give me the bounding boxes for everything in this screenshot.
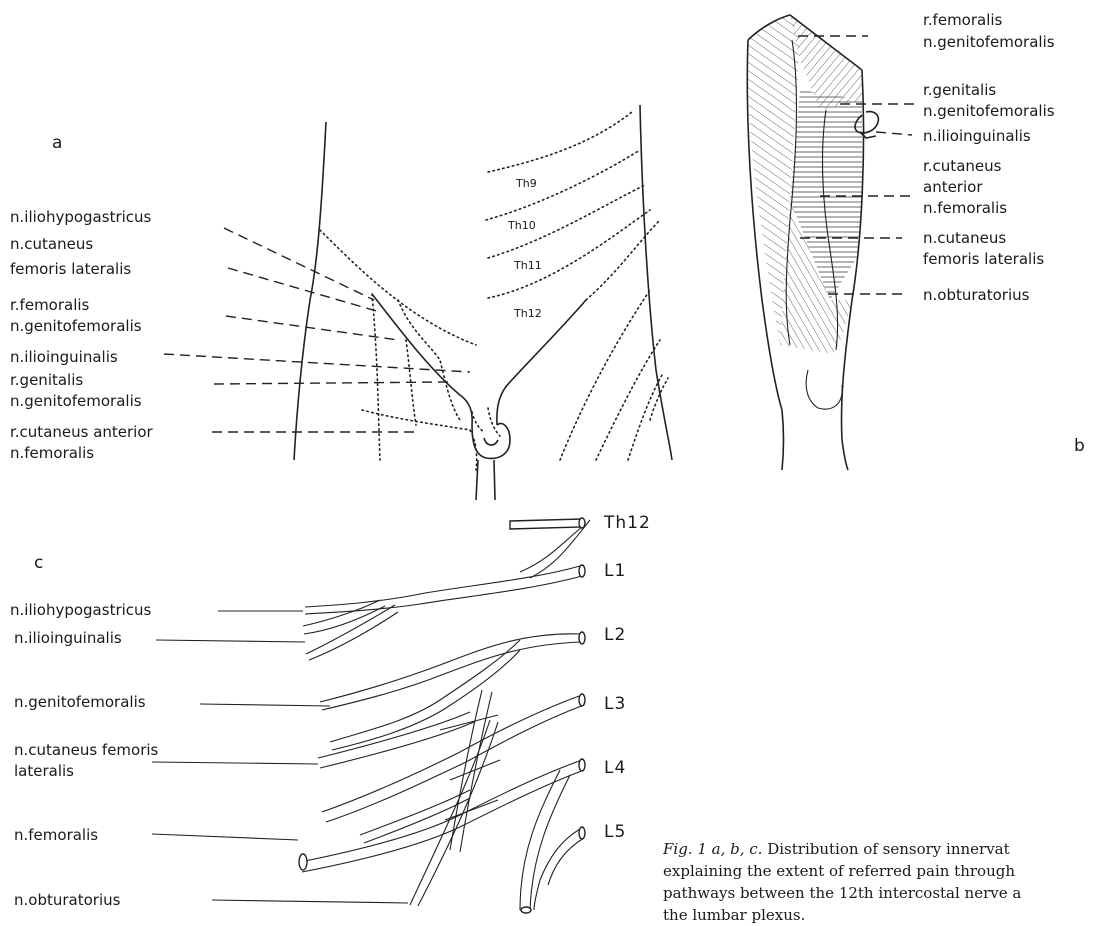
root-label: Th12 <box>603 513 651 533</box>
nerve-label: lateralis <box>14 762 74 780</box>
panel-c-letter: c <box>34 553 43 573</box>
root-cap-l5 <box>579 827 585 839</box>
torso-left-outline <box>294 122 326 460</box>
nerve-label: n.genitofemoralis <box>10 392 142 410</box>
leader-line <box>164 354 470 372</box>
nerve-label: n.genitofemoralis <box>923 33 1055 51</box>
lateral-dermatome-line-4 <box>628 375 662 460</box>
nerve-trunk-l5 <box>534 828 584 910</box>
panel-c: c Th12 L1 <box>10 513 651 913</box>
root-cap-l4 <box>579 759 585 771</box>
nerve-label: n.ilioinguinalis <box>10 348 118 366</box>
leader-line <box>152 762 318 764</box>
nerve-crossing-anastomoses <box>440 690 500 852</box>
panel-b-letter: b <box>1074 436 1085 456</box>
obturator-end-cap <box>521 907 531 913</box>
leader-line <box>212 900 408 903</box>
nerve-trunk-l2 <box>320 634 582 710</box>
nerve-trunk-l1 <box>305 566 582 614</box>
root-label: L2 <box>604 625 626 645</box>
root-cap-th12 <box>579 518 585 528</box>
scrotal-zone-line <box>472 408 500 436</box>
root-label: L3 <box>604 694 626 714</box>
nerve-label: n.obturatorius <box>923 286 1030 304</box>
segment-label: Th12 <box>513 307 542 320</box>
segment-label: Th11 <box>513 259 542 272</box>
leader-line <box>200 704 330 706</box>
nerve-label: n.femoralis <box>923 199 1007 217</box>
th10-dermatome-line <box>486 150 640 220</box>
panel-a: a Th9 Th10 Th11 Th12 n.iliohypo <box>10 105 672 500</box>
root-label: L4 <box>604 758 626 778</box>
nerve-label: n.genitofemoralis <box>14 693 146 711</box>
nerve-label: anterior <box>923 178 983 196</box>
root-cap-l3 <box>579 694 585 706</box>
femoral-zone-line <box>372 294 380 460</box>
root-label: L1 <box>604 561 626 581</box>
nerve-label: n.cutaneus <box>923 229 1006 247</box>
figure-caption: Fig. 1 a, b, c. Distribution of sensory … <box>663 838 1105 926</box>
th9-dermatome-line <box>488 112 632 172</box>
leader-line <box>226 316 398 340</box>
genital-zone-line <box>398 300 460 420</box>
nerve-branch-iliohypogastric <box>303 600 385 634</box>
caption-line-3: pathways between the 12th intercostal ne… <box>663 882 1105 904</box>
nerve-label: n.ilioinguinalis <box>923 127 1031 145</box>
leader-line <box>876 132 912 135</box>
nerve-label: n.iliohypogastricus <box>10 601 152 619</box>
penis-line-right <box>494 460 495 500</box>
knee-outline <box>806 370 842 409</box>
nerve-label: n.genitofemoralis <box>923 102 1055 120</box>
caption-line-4: the lumbar plexus. <box>663 904 1105 926</box>
nerve-label: r.cutaneus anterior <box>10 423 154 441</box>
caption-fig-label: Fig. 1 a, b, c. <box>663 840 762 858</box>
nerve-label: r.cutaneus <box>923 157 1002 175</box>
caption-line-1: Fig. 1 a, b, c. Distribution of sensory … <box>663 838 1105 860</box>
torso-right-outline <box>640 105 672 460</box>
dermatome-hatching <box>740 15 862 355</box>
nerve-label: n.cutaneus <box>10 235 93 253</box>
nerve-trunk-th12 <box>510 519 582 529</box>
root-cap-l2 <box>579 632 585 644</box>
nerve-label: r.femoralis <box>10 296 90 314</box>
segment-label: Th9 <box>515 177 537 190</box>
nerve-label: n.ilioinguinalis <box>14 629 122 647</box>
genital-outline <box>472 423 510 458</box>
leader-line <box>224 228 374 300</box>
lateral-dermatome-line-3 <box>596 340 660 460</box>
nerve-label: n.obturatorius <box>14 891 121 909</box>
nerve-label: n.genitofemoralis <box>10 317 142 335</box>
caption-text: Distribution of sensory innervat <box>767 840 1009 858</box>
root-cap-l1 <box>579 565 585 577</box>
leader-line <box>156 640 305 642</box>
plexus-nerves <box>299 518 590 913</box>
nerve-label: r.genitalis <box>923 81 996 99</box>
leader-line <box>228 268 380 312</box>
nerve-label: n.femoralis <box>14 826 98 844</box>
leader-line <box>214 382 448 384</box>
segment-label: Th10 <box>507 219 536 232</box>
femoral-end-cap <box>299 854 307 870</box>
nerve-label: femoris lateralis <box>10 260 131 278</box>
nerve-label: r.femoralis <box>923 11 1003 29</box>
inguinal-fold-left <box>372 294 472 425</box>
nerve-label: r.genitalis <box>10 371 83 389</box>
panel-a-letter: a <box>52 133 62 153</box>
nerve-label: femoris lateralis <box>923 250 1044 268</box>
nerve-label: n.iliohypogastricus <box>10 208 152 226</box>
leader-line <box>152 834 298 840</box>
nerve-label: n.femoralis <box>10 444 94 462</box>
nerve-label: n.cutaneus femoris <box>14 741 159 759</box>
caption-line-2: explaining the extent of referred pain t… <box>663 860 1105 882</box>
panel-b: b r.femoralis n.genitofemoralis r.genita… <box>740 11 1085 470</box>
nerve-branch-lateral-femoral-cutaneous <box>318 712 474 768</box>
root-label: L5 <box>604 822 626 842</box>
